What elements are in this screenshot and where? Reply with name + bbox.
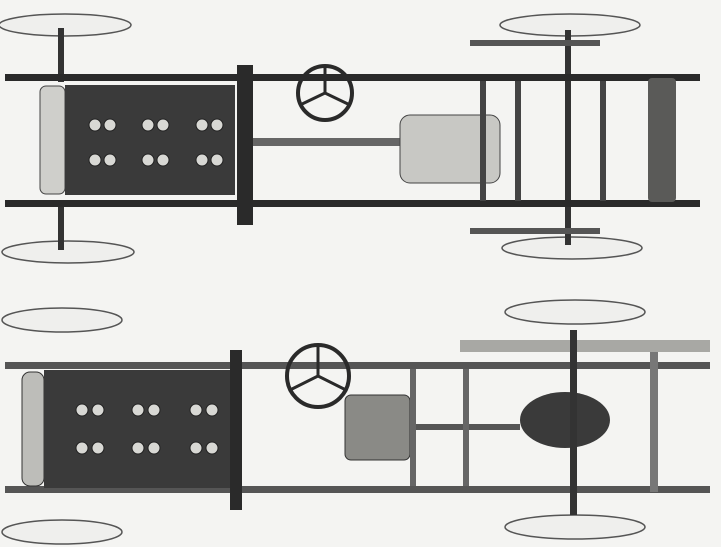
cross-member bbox=[463, 369, 469, 486]
chassis-top-view-2 bbox=[1, 299, 710, 545]
engine-cylinders bbox=[75, 403, 219, 455]
frame-rail bbox=[5, 74, 700, 81]
wheel-rear-left bbox=[504, 299, 646, 325]
wheel-front-right bbox=[1, 240, 135, 264]
radiator bbox=[39, 85, 66, 195]
rear-frame bbox=[460, 340, 710, 352]
frame-rail bbox=[5, 200, 700, 207]
chassis-top-view-1 bbox=[0, 13, 700, 264]
dashboard bbox=[237, 65, 253, 225]
steering-spokes bbox=[299, 66, 351, 107]
rear-axle bbox=[570, 330, 577, 515]
gearbox bbox=[399, 114, 501, 184]
wheel-front-left bbox=[0, 13, 132, 37]
cross-member bbox=[410, 369, 416, 486]
dashboard bbox=[230, 350, 242, 510]
steering-spokes bbox=[289, 345, 347, 392]
engine-cylinders bbox=[88, 118, 224, 167]
wheel-front-right bbox=[1, 519, 123, 545]
wheels bbox=[1, 299, 646, 545]
radiator bbox=[21, 371, 45, 487]
engine bbox=[65, 85, 235, 195]
differential bbox=[520, 392, 610, 448]
fuel-tank bbox=[648, 78, 676, 202]
wheels bbox=[0, 13, 643, 264]
front-axle-strut bbox=[58, 28, 64, 82]
wheel-rear-right bbox=[501, 236, 643, 260]
frame-rail bbox=[5, 486, 710, 493]
cross-member bbox=[480, 81, 486, 201]
frame-rail bbox=[5, 362, 710, 369]
gearbox bbox=[344, 394, 411, 461]
front-axle-strut bbox=[58, 200, 64, 250]
cross-member bbox=[650, 352, 658, 492]
engine bbox=[44, 370, 230, 488]
cross-member bbox=[600, 81, 606, 201]
cross-member bbox=[515, 81, 521, 201]
rear-axle bbox=[565, 30, 571, 245]
chain-drive bbox=[470, 40, 600, 46]
drive-shaft bbox=[253, 138, 403, 146]
wheel-front-left bbox=[1, 307, 123, 333]
wheel-rear-right bbox=[504, 514, 646, 540]
chain-drive bbox=[470, 228, 600, 234]
